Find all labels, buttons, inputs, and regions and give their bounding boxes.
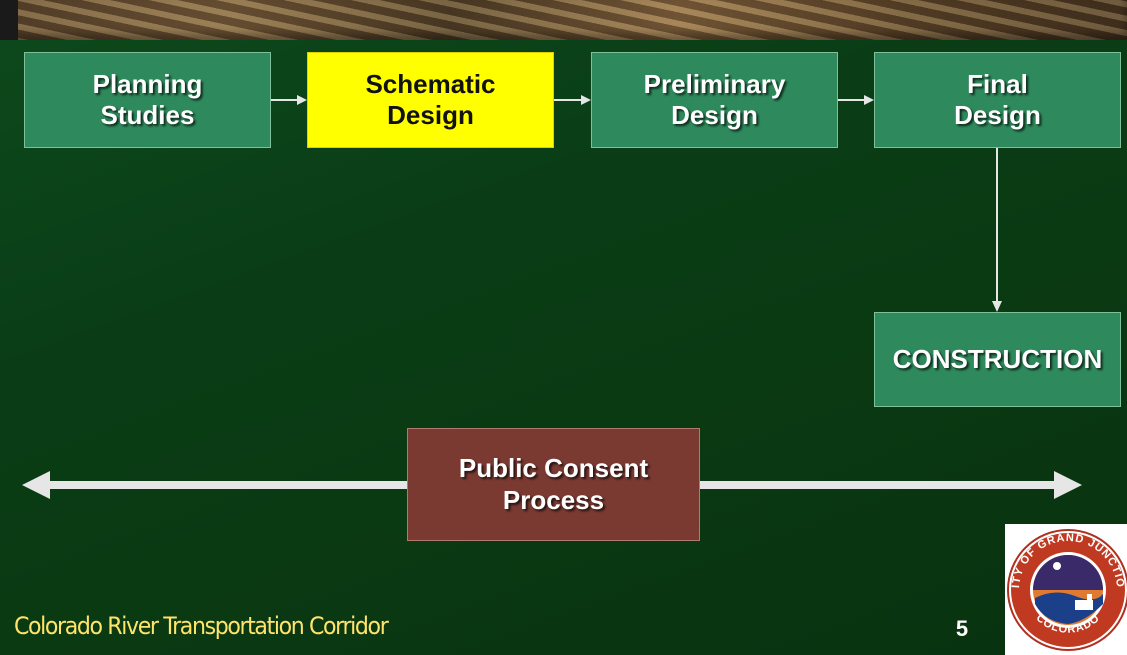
page-number: 5: [955, 616, 969, 641]
public-process-line1: Public Consent: [458, 453, 649, 484]
public-process-line2: Process: [502, 484, 605, 515]
arrow-planning-to-schematic: [271, 95, 307, 105]
photo-corner: [0, 0, 18, 40]
construction-box: CONSTRUCTION: [874, 312, 1121, 407]
footer-title: Colorado River Transportation Corridor: [14, 612, 389, 640]
step-label-line2: Design: [671, 100, 758, 130]
step-preliminary-design: Preliminary Design: [591, 52, 838, 148]
construction-label: CONSTRUCTION: [892, 343, 1103, 374]
arrow-schematic-to-preliminary: [554, 95, 591, 105]
step-label-line1: Preliminary: [643, 68, 786, 99]
city-seal-logo: CITY OF GRAND JUNCTION COLORADO: [1005, 524, 1127, 655]
step-planning-studies: Planning Studies: [24, 52, 271, 148]
step-final-design: Final Design: [874, 52, 1121, 148]
step-label-line1: Final: [967, 68, 1028, 99]
step-label-line1: Planning: [92, 68, 203, 99]
arrow-preliminary-to-final: [838, 95, 874, 105]
arrow-final-to-construction: [992, 148, 1002, 312]
step-label-line2: Design: [954, 100, 1041, 130]
header-photo-strip: [0, 0, 1127, 40]
double-arrow-public-process: [22, 471, 1082, 499]
step-label-line1: Schematic: [365, 68, 496, 99]
public-consent-process-box: Public Consent Process: [407, 428, 700, 541]
step-label-line2: Studies: [100, 100, 195, 130]
step-label-line2: Design: [387, 100, 474, 130]
step-schematic-design: Schematic Design: [307, 52, 554, 148]
